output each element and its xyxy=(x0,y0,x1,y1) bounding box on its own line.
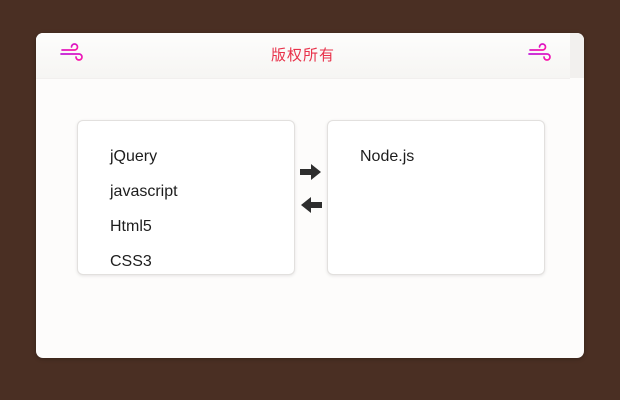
list-item[interactable]: CSS3 xyxy=(110,253,152,270)
move-right-button[interactable] xyxy=(295,163,327,187)
list-item[interactable]: Html5 xyxy=(110,218,152,235)
transfer-body: jQuery javascript Html5 CSS3 Node.js xyxy=(36,78,584,358)
source-list-panel[interactable]: jQuery javascript Html5 CSS3 xyxy=(77,120,295,275)
transfer-widget-card: 版权所有 xyxy=(36,33,584,358)
list-item[interactable]: jQuery xyxy=(110,148,158,165)
move-left-button[interactable] xyxy=(295,196,327,220)
source-list: jQuery javascript Html5 CSS3 xyxy=(78,121,294,274)
arrow-right-icon xyxy=(300,164,321,180)
target-list: Node.js xyxy=(328,121,544,174)
wind-icon xyxy=(526,42,556,70)
list-item[interactable]: Node.js xyxy=(360,148,415,165)
list-item[interactable]: javascript xyxy=(110,183,178,200)
header-right-edge xyxy=(570,33,584,78)
transfer-controls xyxy=(295,163,327,238)
target-list-panel[interactable]: Node.js xyxy=(327,120,545,275)
card-header: 版权所有 xyxy=(36,33,570,79)
arrow-left-icon xyxy=(301,197,322,213)
wind-icon xyxy=(58,42,88,70)
page-title: 版权所有 xyxy=(270,47,335,64)
